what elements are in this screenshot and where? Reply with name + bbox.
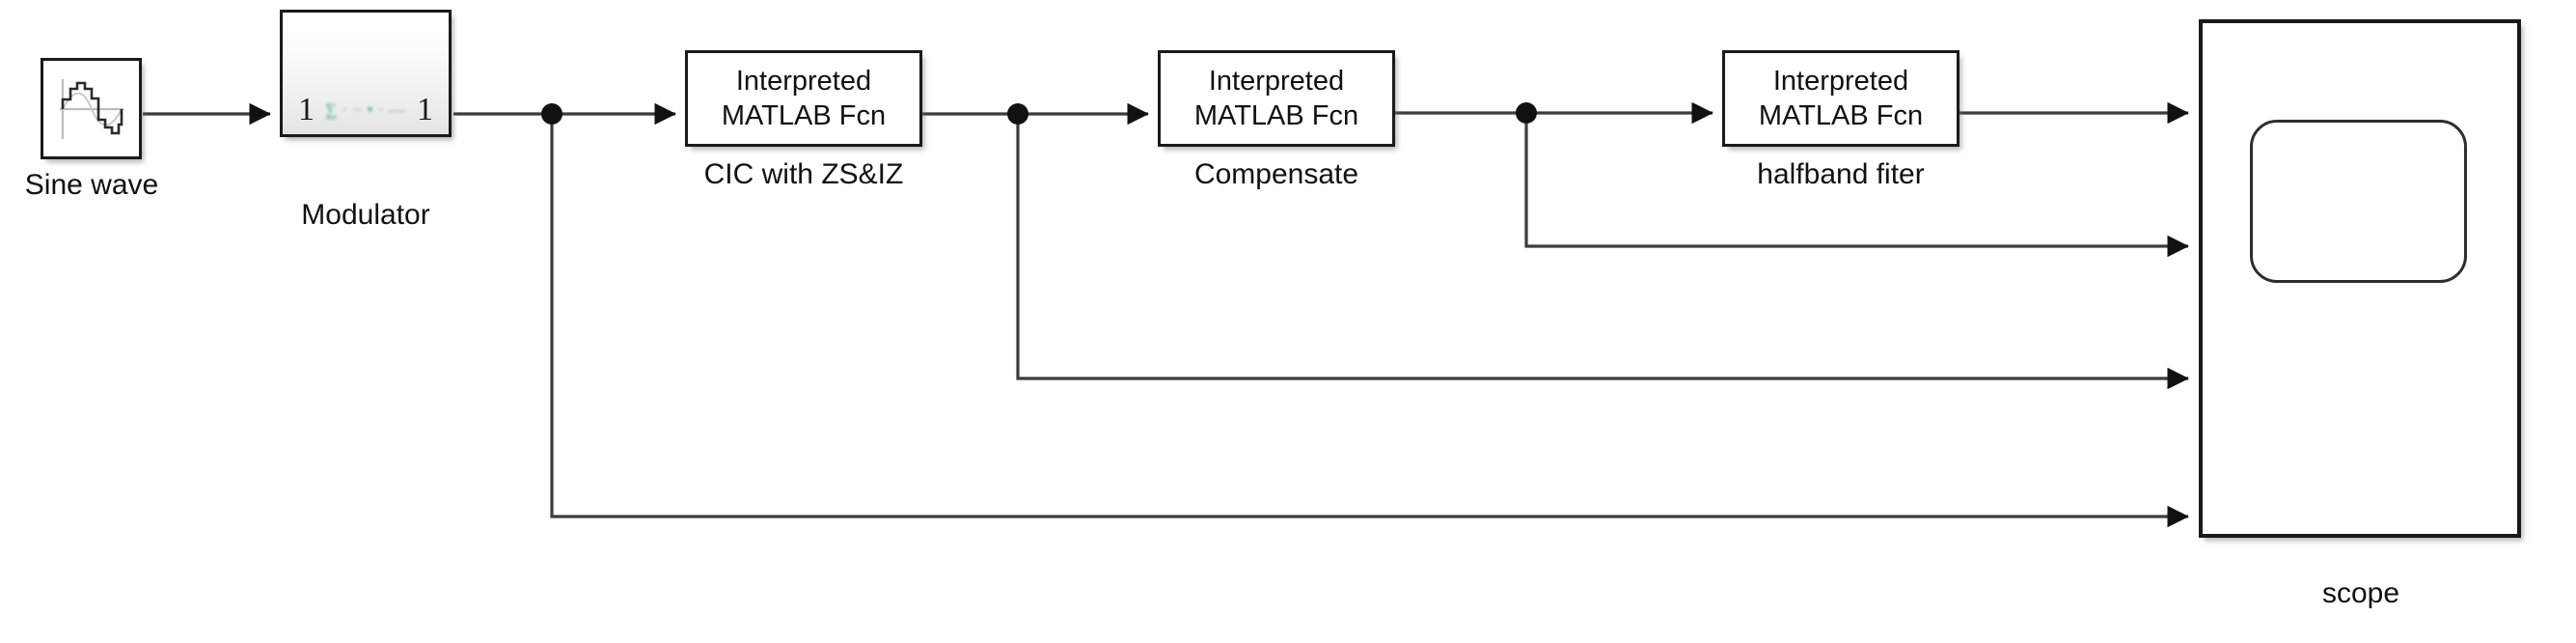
cic-fcn-title-line1: Interpreted xyxy=(735,66,872,97)
halfband-fcn-title-line1: Interpreted xyxy=(1772,66,1909,97)
junction-cic-output xyxy=(1007,103,1028,125)
cic-fcn-label: CIC with ZS&IZ xyxy=(703,158,904,190)
halfband-fcn-label: halfband fiter xyxy=(1757,158,1925,190)
modulator-expression-right: 1 xyxy=(417,92,433,127)
compensate-fcn-title-line2: MATLAB Fcn xyxy=(1193,100,1359,131)
cic-fcn-block[interactable]: Interpreted MATLAB Fcn xyxy=(685,50,922,147)
compensate-fcn-label: Compensate xyxy=(1193,158,1359,190)
wire-cic-to-scope3 xyxy=(1016,114,2189,390)
compensate-fcn-block[interactable]: Interpreted MATLAB Fcn xyxy=(1158,50,1395,147)
scope-label: scope xyxy=(2321,577,2400,609)
halfband-fcn-title-line2: MATLAB Fcn xyxy=(1758,100,1924,131)
junction-compensate-output xyxy=(1516,102,1537,124)
halfband-fcn-block[interactable]: Interpreted MATLAB Fcn xyxy=(1722,50,1959,147)
modulator-expression-blurred: ∑ · − • · — ■ xyxy=(325,100,406,119)
modulator-block[interactable]: 1 ∑ · − • · — ■ 1 xyxy=(280,10,452,137)
stepped-sine-waveform-icon xyxy=(54,71,129,147)
scope-screen xyxy=(2250,120,2467,283)
modulator-label: Modulator xyxy=(301,199,430,231)
cic-fcn-title-line2: MATLAB Fcn xyxy=(721,100,887,131)
sine-wave-block[interactable] xyxy=(41,58,142,159)
modulator-expression-left: 1 xyxy=(298,92,315,127)
sine-wave-label: Sine wave xyxy=(24,169,159,201)
junction-modulator-output xyxy=(541,103,562,125)
scope-block[interactable] xyxy=(2199,19,2521,538)
modulator-expression: 1 ∑ · − • · — ■ 1 xyxy=(283,13,449,134)
compensate-fcn-title-line1: Interpreted xyxy=(1208,66,1345,97)
